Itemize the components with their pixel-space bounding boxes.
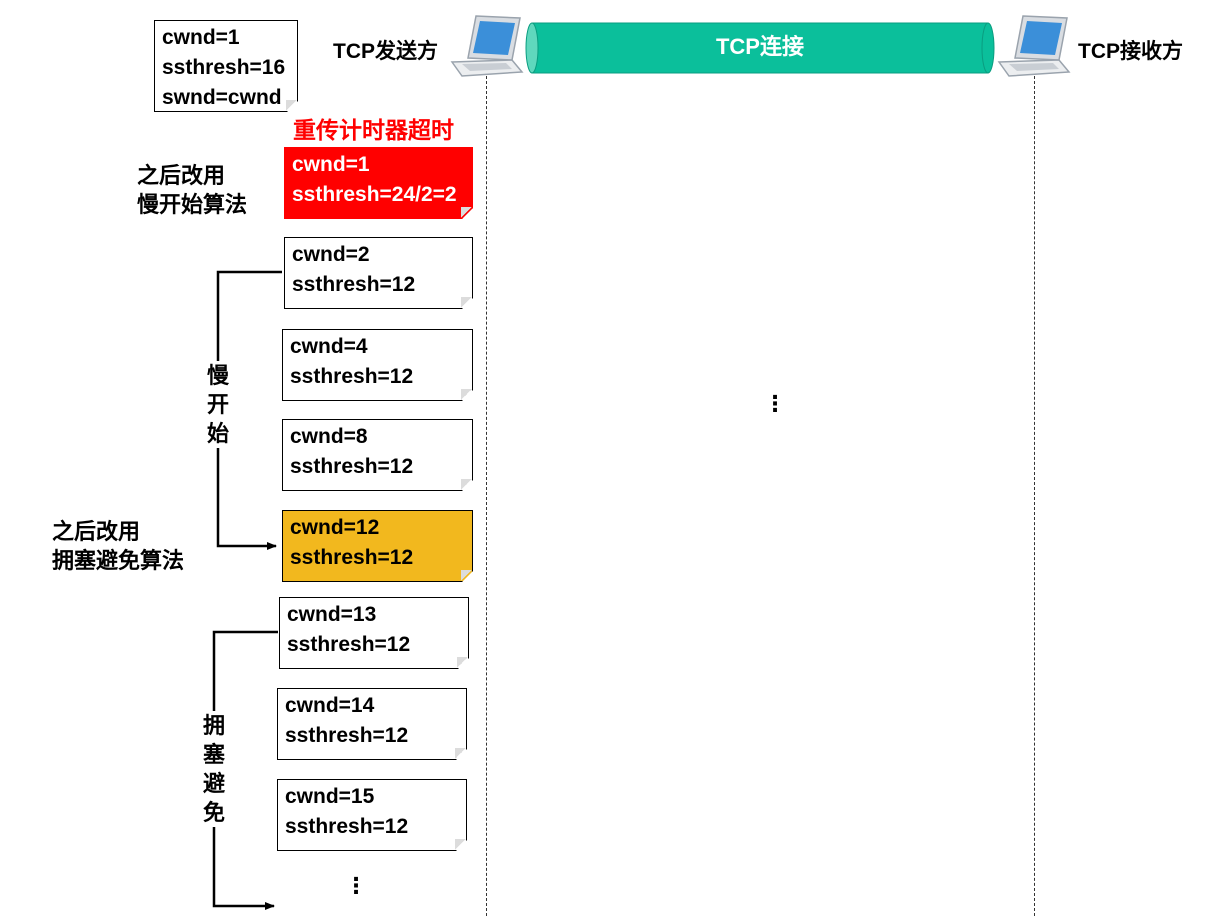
note-line: ssthresh=12	[290, 455, 414, 478]
slow-start-note: cwnd=8 ssthresh=12	[282, 419, 473, 491]
vertical-char: 拥	[202, 713, 225, 738]
vertical-char: 塞	[202, 742, 225, 767]
note-line: ssthresh=12	[285, 815, 409, 838]
slow-start-note: cwnd=2 ssthresh=12	[284, 237, 473, 309]
slow-start-vertical-label: 慢 开 始	[205, 361, 231, 448]
sender-label: TCP发送方	[333, 40, 438, 63]
label-line: 慢开始算法	[137, 192, 248, 217]
note-line: cwnd=8	[290, 425, 368, 448]
congestion-avoidance-vertical-label: 拥 塞 避 免	[201, 711, 227, 827]
vertical-char: 始	[206, 421, 229, 446]
note-line: cwnd=1	[292, 153, 370, 176]
receiver-label: TCP接收方	[1078, 40, 1183, 63]
note-line: ssthresh=12	[292, 273, 416, 296]
label-line: 之后改用	[137, 163, 226, 188]
vertical-char: 慢	[206, 363, 229, 388]
vertical-char: 避	[202, 771, 225, 796]
laptop-icon	[450, 15, 524, 77]
note-line: ssthresh=12	[287, 633, 411, 656]
note-line: ssthresh=16	[162, 56, 286, 79]
switch-to-congestion-avoidance-text: 之后改用 拥塞避免算法	[52, 517, 184, 575]
initial-state-note: cwnd=1 ssthresh=16 swnd=cwnd	[154, 20, 298, 112]
receiver-lifeline	[1034, 76, 1035, 916]
congestion-avoidance-note: cwnd=15 ssthresh=12	[277, 779, 467, 851]
bottom-ellipsis: ⋮	[345, 873, 367, 898]
note-line: cwnd=14	[285, 694, 375, 717]
congestion-avoidance-note: cwnd=13 ssthresh=12	[279, 597, 469, 669]
tcp-connection-label: TCP连接	[715, 34, 804, 59]
vertical-char: 免	[202, 800, 225, 825]
note-line: cwnd=4	[290, 335, 368, 358]
note-line: cwnd=13	[287, 603, 377, 626]
sender-lifeline	[486, 76, 487, 916]
note-line: cwnd=15	[285, 785, 375, 808]
slow-start-note: cwnd=4 ssthresh=12	[282, 329, 473, 401]
label-line: 之后改用	[52, 519, 141, 544]
note-line: cwnd=2	[292, 243, 370, 266]
note-line: ssthresh=12	[290, 546, 414, 569]
tcp-connection-pipe	[525, 22, 995, 74]
note-line: swnd=cwnd	[162, 86, 282, 109]
laptop-icon	[997, 15, 1071, 77]
middle-ellipsis: ⋮	[764, 391, 786, 416]
note-line: cwnd=1	[162, 26, 240, 49]
note-line: ssthresh=24/2=2	[292, 183, 457, 206]
switch-to-slow-start-text: 之后改用 慢开始算法	[137, 161, 247, 219]
timeout-title: 重传计时器超时	[293, 117, 454, 143]
label-line: 拥塞避免算法	[52, 548, 185, 573]
congestion-avoidance-note: cwnd=14 ssthresh=12	[277, 688, 467, 760]
threshold-reached-note: cwnd=12 ssthresh=12	[282, 510, 473, 582]
timeout-state-note: cwnd=1 ssthresh=24/2=2	[284, 147, 473, 219]
note-line: cwnd=12	[290, 516, 380, 539]
note-line: ssthresh=12	[285, 724, 409, 747]
vertical-char: 开	[206, 392, 229, 417]
note-line: ssthresh=12	[290, 365, 414, 388]
